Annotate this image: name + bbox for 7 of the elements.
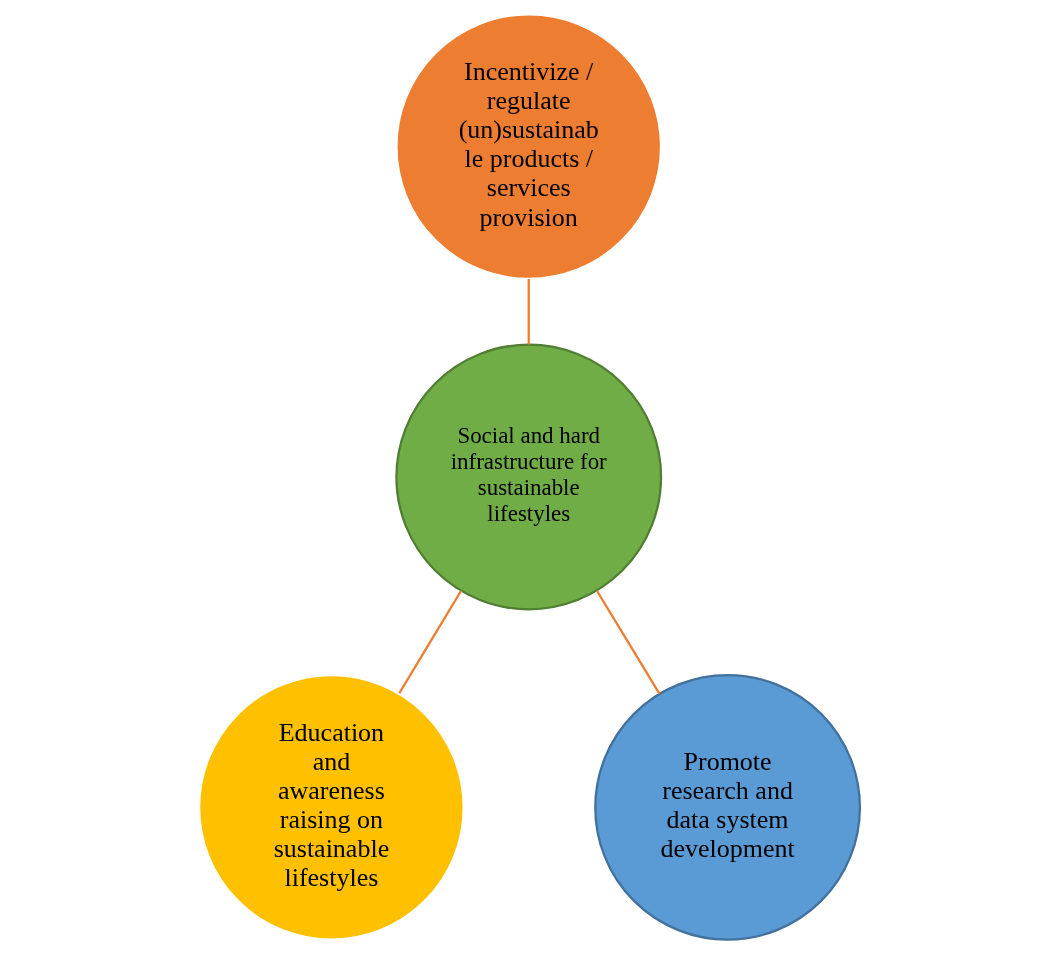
connector	[527, 278, 530, 345]
node-circle: Incentivize / regulate (un)sustainab le products / services provision	[395, 13, 663, 281]
connector	[398, 590, 463, 694]
connector	[595, 590, 661, 695]
node-circle: Education and awareness raising on sustainable lifestyles	[197, 673, 465, 941]
node-circle: Social and hard infrastructure for sustainable lifestyles	[395, 343, 663, 611]
node-circle: Promote research and data system development	[594, 673, 862, 941]
